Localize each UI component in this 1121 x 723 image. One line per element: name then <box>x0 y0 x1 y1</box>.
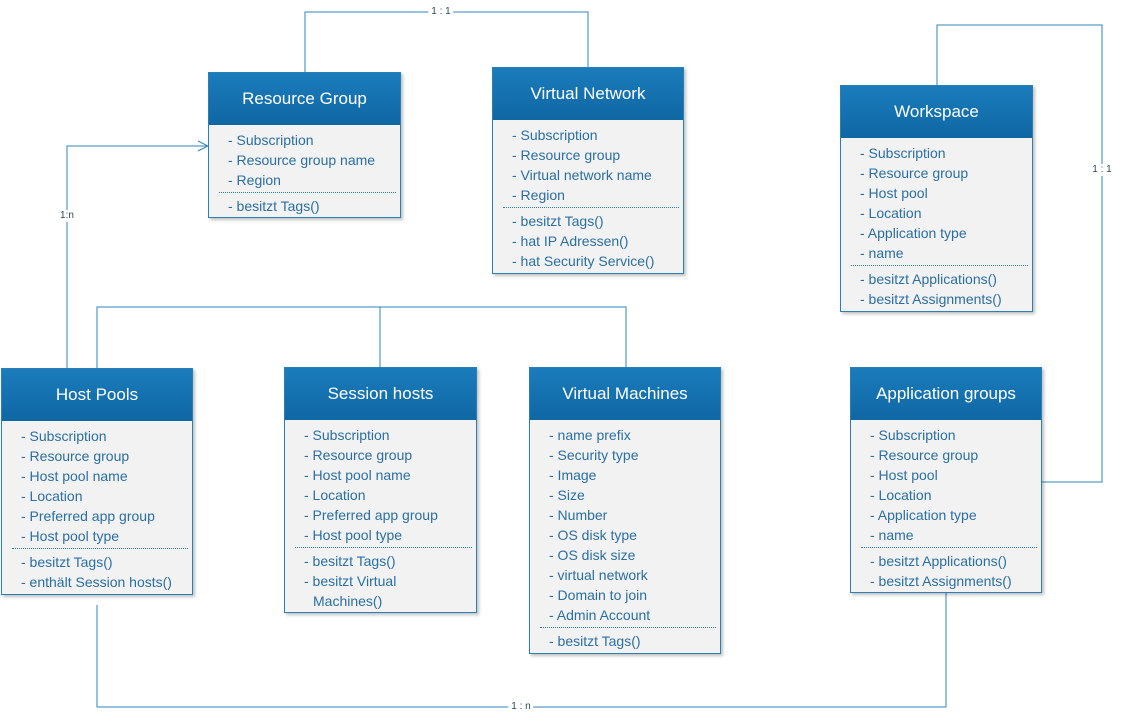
attribute-item: - Subscription <box>860 145 946 161</box>
attribute-item: - Region <box>512 187 565 203</box>
entity-divider <box>503 207 679 208</box>
attribute-item: - OS disk type <box>549 527 637 543</box>
entity-title: Workspace <box>841 86 1032 138</box>
attribute-item: - Resource group <box>870 447 979 463</box>
attribute-item: - name prefix <box>549 427 631 443</box>
method-item: - besitzt Tags() <box>228 198 320 214</box>
attribute-item: - OS disk size <box>549 547 636 563</box>
entity-title: Host Pools <box>2 369 192 421</box>
connector-host-pools-application-groups <box>96 593 947 708</box>
attribute-item: - Resource group <box>512 147 621 163</box>
entity-host-pools: Host Pools - Subscription - Resource grou… <box>1 368 193 595</box>
entity-virtual-network: Virtual Network - Subscription - Resource… <box>492 67 684 274</box>
attribute-item: - Size <box>549 487 585 503</box>
attribute-item: - name <box>860 245 904 261</box>
attribute-item: - Application type <box>860 225 967 241</box>
attribute-item: - Host pool type <box>21 528 120 544</box>
method-item: - besitzt Tags() <box>549 633 641 649</box>
attribute-item: - Security type <box>549 447 639 463</box>
attribute-item: - Subscription <box>304 427 390 443</box>
attribute-item: - Host pool name <box>21 468 128 484</box>
attribute-item: - Resource group <box>304 447 413 463</box>
relationship-label-hostpools-rg: 1:n <box>57 210 77 222</box>
attribute-item: - Resource group name <box>228 152 376 168</box>
attribute-item: - name <box>870 527 914 543</box>
method-item: - besitzt Tags() <box>304 553 396 569</box>
entity-resource-group: Resource Group - Subscription - Resource … <box>208 72 401 218</box>
method-item: - besitzt Tags() <box>21 554 113 570</box>
entity-title: Virtual Network <box>493 68 683 120</box>
attribute-item: - Region <box>228 172 281 188</box>
entity-workspace: Workspace - Subscription - Resource group… <box>840 85 1033 312</box>
attribute-item: - Location <box>860 205 922 221</box>
attribute-item: - Image <box>549 467 597 483</box>
attribute-item: - Host pool <box>860 185 928 201</box>
attribute-item: - Subscription <box>512 127 598 143</box>
method-item: - besitzt Assignments() <box>860 291 1002 307</box>
attribute-item: - Virtual network name <box>512 167 652 183</box>
attribute-item: - virtual network <box>549 567 648 583</box>
entity-divider <box>851 265 1028 266</box>
relationship-label-workspace-appgroups: 1 : 1 <box>1089 164 1115 176</box>
attribute-item: - Host pool <box>870 467 938 483</box>
attribute-item: - Host pool name <box>304 467 411 483</box>
method-item: - hat IP Adressen() <box>512 233 629 249</box>
attribute-item: - Location <box>21 488 83 504</box>
entity-title: Resource Group <box>209 73 400 125</box>
connector-host-pools-resource-group <box>66 146 208 368</box>
attribute-item: - Location <box>870 487 932 503</box>
entity-application-groups: Application groups - Subscription - Resou… <box>850 367 1042 593</box>
method-item: - besitzt Tags() <box>512 213 604 229</box>
connector-group-bar <box>96 306 627 368</box>
connector-workspace-application-groups <box>936 24 1103 483</box>
method-item: - besitzt Virtual Machines() <box>304 573 397 609</box>
attribute-item: - Preferred app group <box>21 508 155 524</box>
attribute-item: - Resource group <box>21 448 130 464</box>
entity-divider <box>540 627 716 628</box>
method-item: - hat Security Service() <box>512 253 655 269</box>
connector-resource-group-virtual-network <box>304 11 589 72</box>
entity-title: Session hosts <box>285 368 476 420</box>
relationship-label-rg-vnet: 1 : 1 <box>428 6 454 18</box>
method-item: - besitzt Assignments() <box>870 573 1012 589</box>
entity-divider <box>219 192 396 193</box>
method-item: - besitzt Applications() <box>860 271 997 287</box>
attribute-item: - Subscription <box>870 427 956 443</box>
entity-divider <box>12 548 188 549</box>
entity-virtual-machines: Virtual Machines - name prefix - Security… <box>529 367 721 654</box>
attribute-item: - Location <box>304 487 366 503</box>
attribute-item: - Application type <box>870 507 977 523</box>
entity-divider <box>295 547 472 548</box>
attribute-item: - Subscription <box>228 132 314 148</box>
entity-title: Application groups <box>851 368 1041 420</box>
attribute-item: - Resource group <box>860 165 969 181</box>
attribute-item: - Subscription <box>21 428 107 444</box>
entity-session-hosts: Session hosts - Subscription - Resource g… <box>284 367 477 613</box>
method-item: - besitzt Applications() <box>870 553 1007 569</box>
entity-divider <box>861 547 1037 548</box>
method-item: - enthält Session hosts() <box>21 574 172 590</box>
attribute-item: - Domain to join <box>549 587 648 603</box>
attribute-item: - Host pool type <box>304 527 403 543</box>
attribute-item: - Number <box>549 507 608 523</box>
entity-title: Virtual Machines <box>530 368 720 420</box>
attribute-item: - Preferred app group <box>304 507 438 523</box>
relationship-label-hostpools-appgroups: 1 : n <box>508 701 534 713</box>
attribute-item: - Admin Account <box>549 607 651 623</box>
